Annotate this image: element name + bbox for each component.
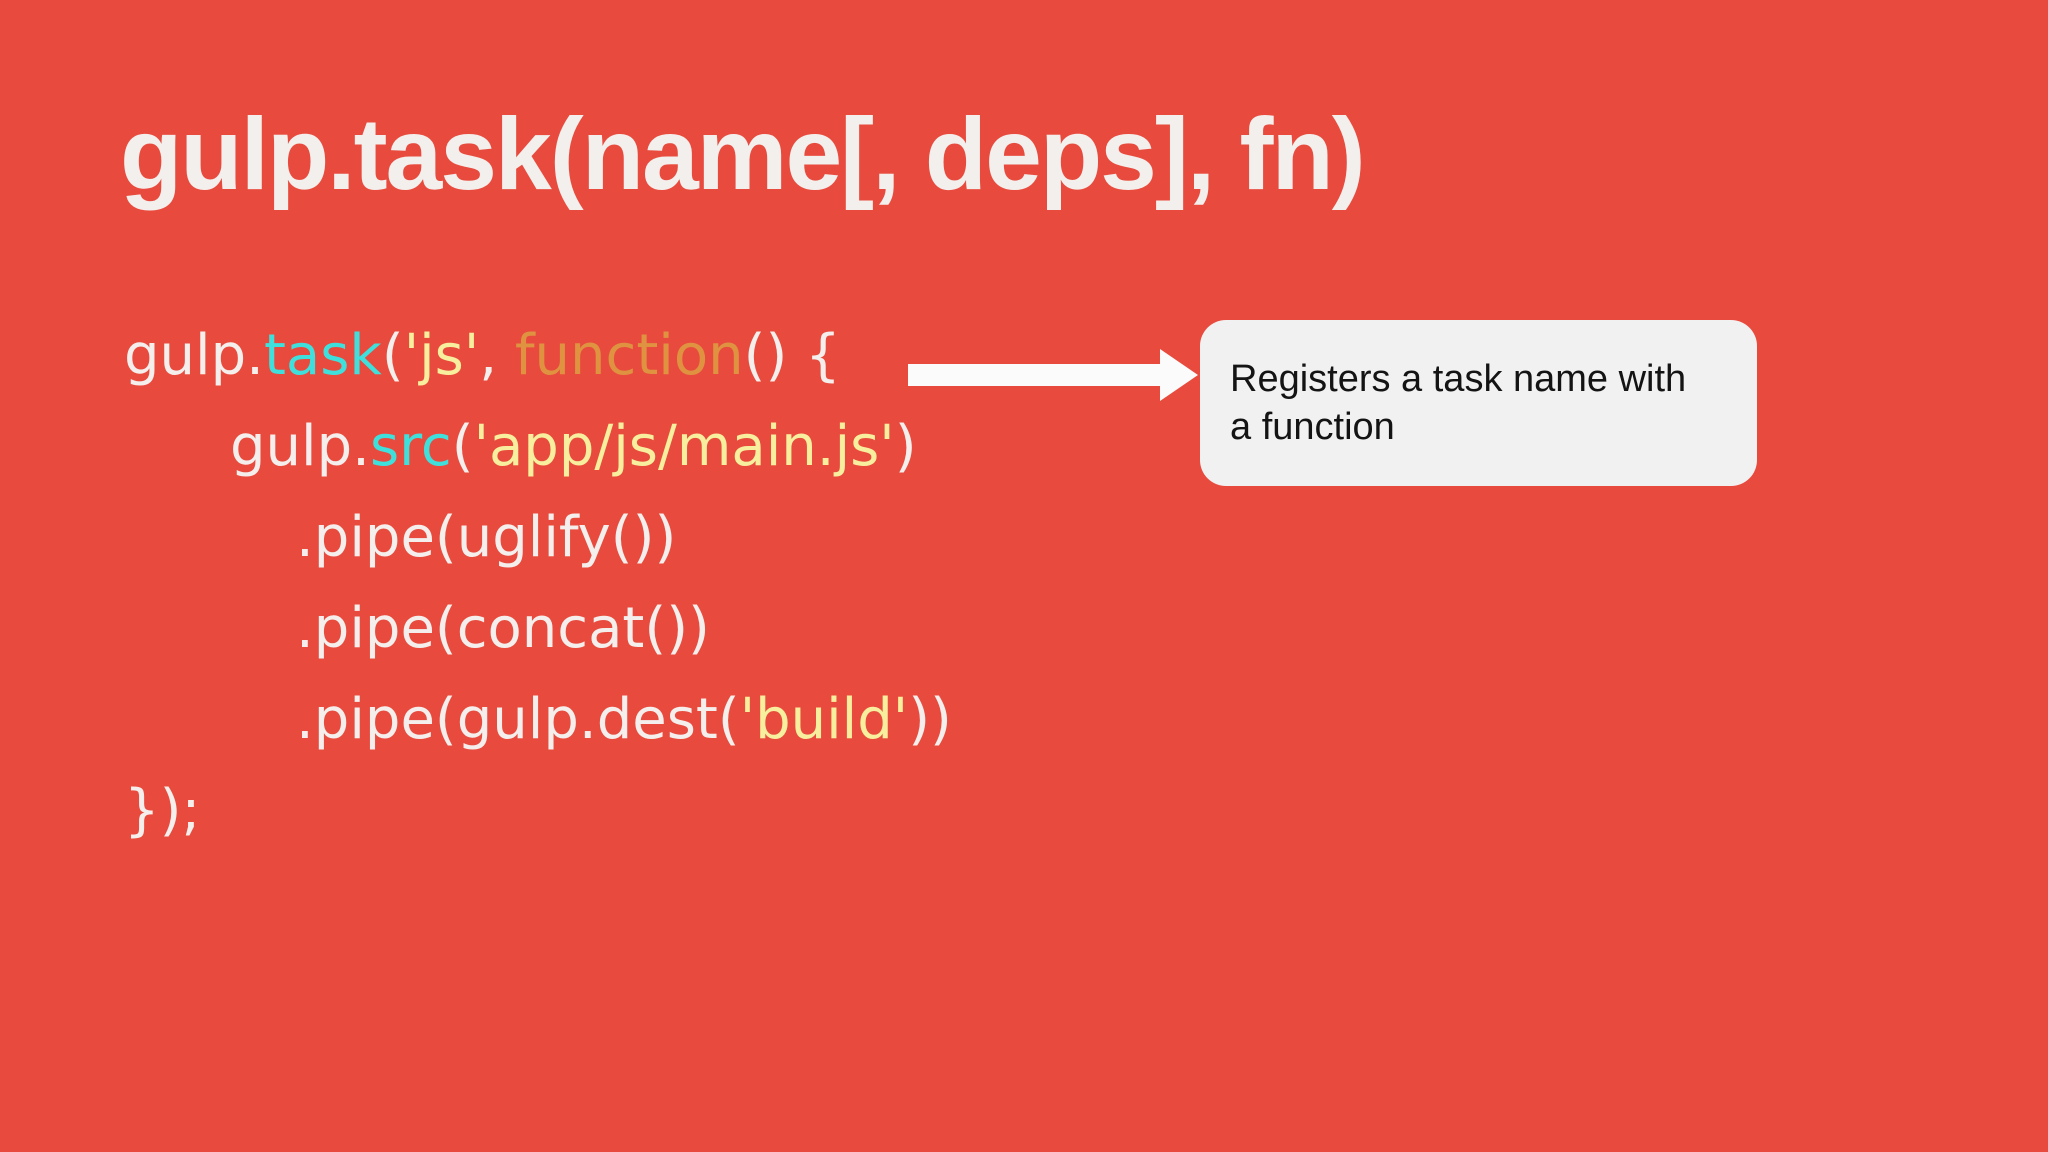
code-line: gulp.task('js', function() { <box>124 310 952 401</box>
code-token-string: 'build' <box>739 687 909 752</box>
code-token-method: task <box>263 323 382 388</box>
code-token-plain: .pipe(concat()) <box>296 596 710 661</box>
code-token-plain: ) <box>894 414 917 479</box>
code-token-plain: .pipe(gulp.dest( <box>296 687 740 752</box>
code-token-plain: , <box>479 323 515 388</box>
code-line: .pipe(uglify()) <box>124 492 952 583</box>
code-line: .pipe(gulp.dest('build')) <box>124 674 952 765</box>
annotation-arrow <box>908 349 1198 401</box>
code-token-plain: ( <box>451 414 474 479</box>
code-token-plain: ( <box>381 323 404 388</box>
code-block: gulp.task('js', function() {gulp.src('ap… <box>124 310 952 856</box>
callout-text-line: Registers a task name with <box>1230 358 1687 400</box>
arrow-tail <box>908 364 1162 386</box>
code-token-string: 'app/js/main.js' <box>473 414 895 479</box>
code-token-string: 'js' <box>403 323 480 388</box>
code-line: }); <box>124 765 952 856</box>
code-token-keyword: function <box>514 323 744 388</box>
code-token-plain: () { <box>743 323 841 388</box>
callout-box: Registers a task name with a function <box>1200 320 1757 486</box>
callout-text-line: a function <box>1230 406 1395 448</box>
code-token-plain: gulp. <box>230 414 370 479</box>
arrow-right-icon <box>1160 349 1198 401</box>
code-line: gulp.src('app/js/main.js') <box>124 401 952 492</box>
code-token-plain: )) <box>908 687 952 752</box>
code-token-plain: .pipe(uglify()) <box>296 505 677 570</box>
code-token-plain: }); <box>124 778 201 843</box>
code-line: .pipe(concat()) <box>124 583 952 674</box>
code-token-plain: gulp. <box>124 323 264 388</box>
code-token-method: src <box>369 414 452 479</box>
page-title: gulp.task(name[, deps], fn) <box>120 97 1366 211</box>
